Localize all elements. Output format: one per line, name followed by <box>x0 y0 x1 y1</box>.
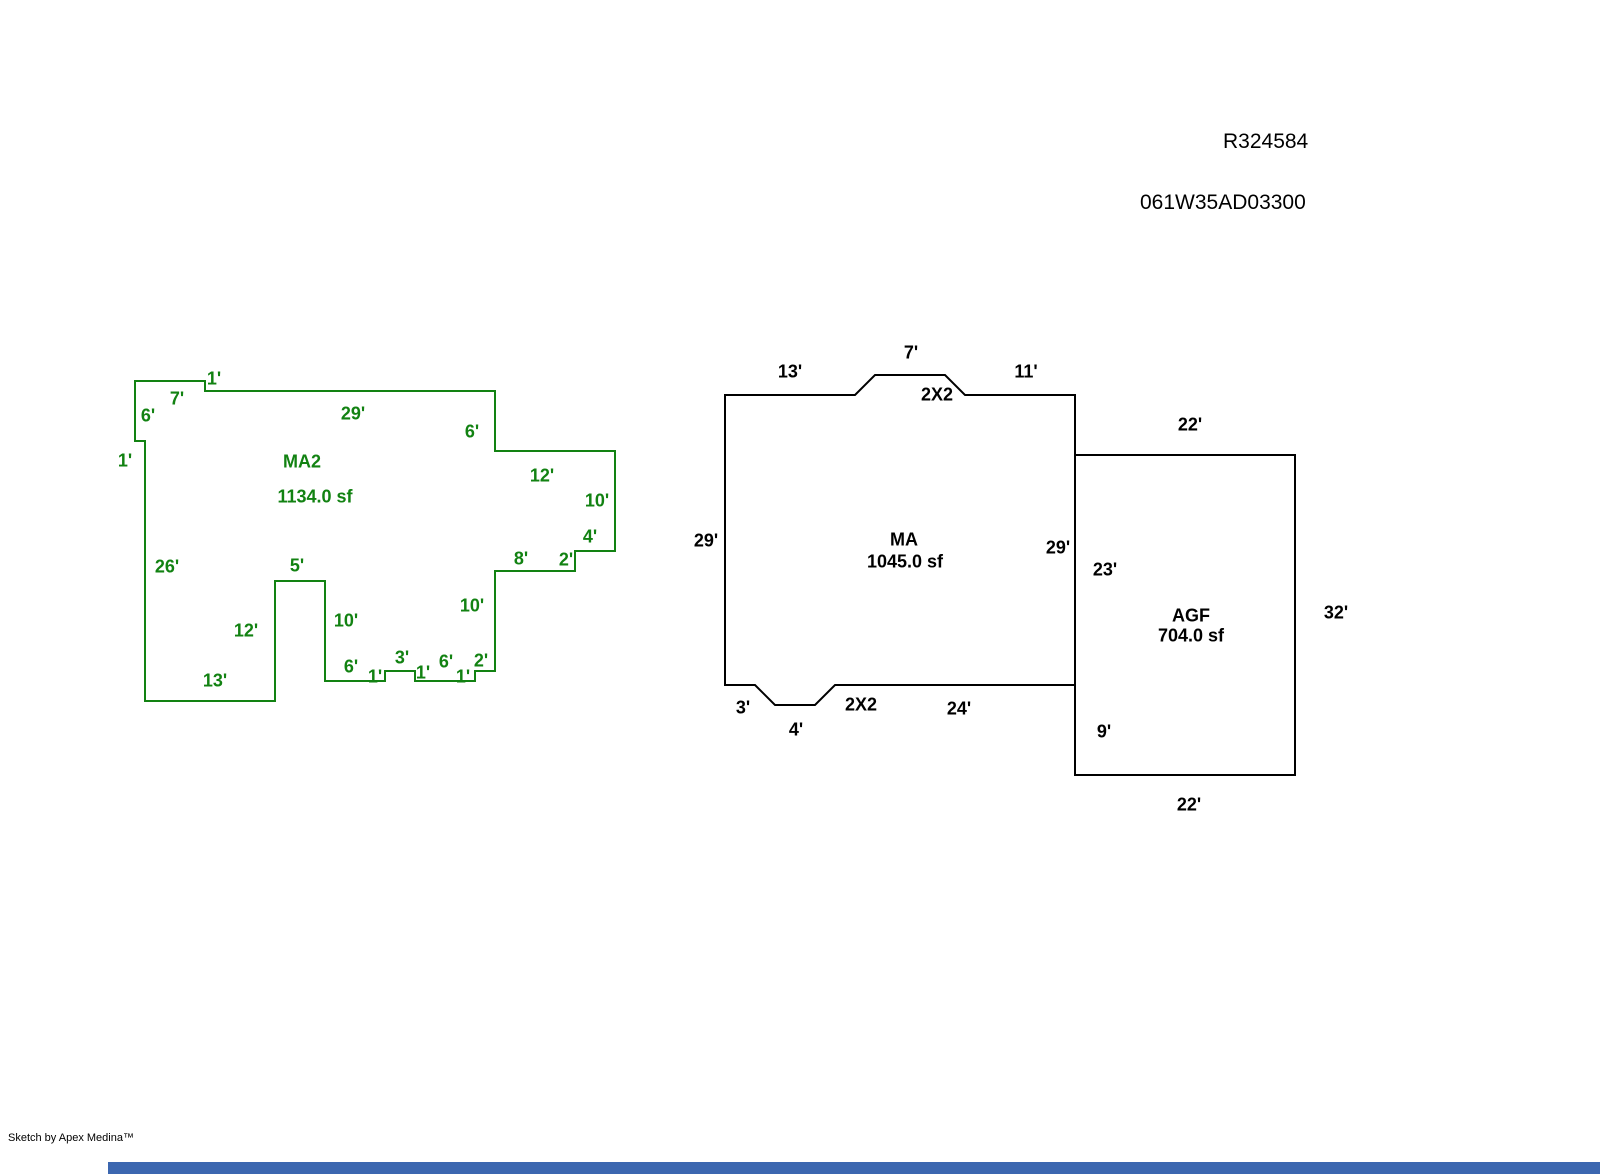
dimension-label: 1' <box>455 666 471 687</box>
dimension-label: 7' <box>169 388 185 409</box>
bottom-bar <box>108 1162 1600 1174</box>
dimension-label: 6' <box>140 405 156 426</box>
ma-area-size: 1045.0 sf <box>866 551 944 572</box>
dimension-label: 2' <box>558 549 574 570</box>
agf-outline <box>1074 454 1296 776</box>
dimension-label: 4' <box>788 719 804 740</box>
dimension-label: 3' <box>735 697 751 718</box>
dimension-label: 1' <box>415 662 431 683</box>
agf-area-size: 704.0 sf <box>1157 625 1225 646</box>
dimension-label: 29' <box>693 530 719 551</box>
sketch-credit: Sketch by Apex Medina™ <box>8 1132 134 1144</box>
dimension-label: 22' <box>1177 414 1203 435</box>
agf-area-name: AGF <box>1172 605 1210 626</box>
dimension-label: 6' <box>464 421 480 442</box>
dimension-label: 9' <box>1096 721 1112 742</box>
dimension-label: 2X2 <box>920 384 954 405</box>
dimension-label: 13' <box>777 361 803 382</box>
ma2-area-size: 1134.0 sf <box>277 486 353 507</box>
dimension-label: 6' <box>438 651 454 672</box>
dimension-label: 12' <box>529 465 555 486</box>
dimension-label: 2' <box>473 650 489 671</box>
dimension-label: 13' <box>202 670 228 691</box>
dimension-label: 26' <box>154 556 180 577</box>
parcel-number: 061W35AD03300 <box>1140 191 1306 214</box>
dimension-label: 10' <box>459 595 485 616</box>
dimension-label: 1' <box>206 368 222 389</box>
dimension-label: 8' <box>513 548 529 569</box>
ma2-outline <box>134 380 616 702</box>
dimension-label: 6' <box>343 656 359 677</box>
dimension-label: 11' <box>1014 361 1038 382</box>
dimension-label: 1' <box>367 666 383 687</box>
dimension-label: 32' <box>1323 602 1349 623</box>
dimension-label: 22' <box>1176 794 1202 815</box>
record-number: R324584 <box>1223 130 1309 153</box>
dimension-label: 12' <box>233 620 259 641</box>
dimension-label: 23' <box>1092 559 1118 580</box>
dimension-label: 2X2 <box>844 694 878 715</box>
ma-area-name: MA <box>890 529 918 550</box>
dimension-label: 7' <box>903 342 919 363</box>
dimension-label: 29' <box>340 403 366 424</box>
dimension-label: 5' <box>289 555 305 576</box>
dimension-label: 24' <box>946 698 972 719</box>
dimension-label: 3' <box>394 647 410 668</box>
dimension-label: 1' <box>117 450 133 471</box>
ma2-area-name: MA2 <box>282 451 322 472</box>
dimension-label: 4' <box>582 526 598 547</box>
dimension-label: 29' <box>1045 537 1071 558</box>
dimension-label: 10' <box>584 490 610 511</box>
dimension-label: 10' <box>333 610 359 631</box>
